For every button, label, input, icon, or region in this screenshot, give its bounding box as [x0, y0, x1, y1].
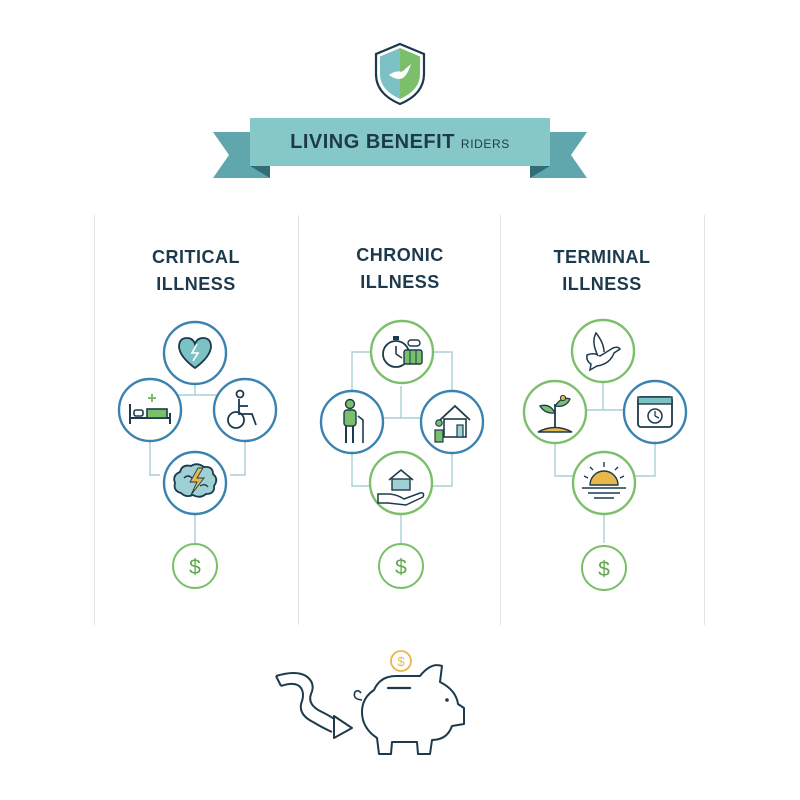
dollar-icon: $: [581, 545, 627, 591]
hand-house-icon: [368, 450, 434, 516]
column-title-terminal: TERMINAL ILLNESS: [502, 244, 702, 298]
svg-text:$: $: [395, 556, 407, 579]
dollar-icon: $: [378, 543, 424, 589]
piggy-bank-icon: [353, 664, 465, 755]
heart-icon: [162, 320, 228, 386]
banner-main-text: LIVING BENEFIT: [290, 130, 455, 153]
column-divider: [704, 215, 705, 625]
column-divider: [298, 215, 299, 625]
svg-text:$: $: [598, 558, 610, 581]
column-title-chronic: CHRONIC ILLNESS: [300, 242, 500, 296]
wheelchair-icon: [212, 377, 278, 443]
ribbon-banner: [213, 118, 587, 178]
dove-icon: [570, 318, 636, 384]
column-title-line2: ILLNESS: [156, 274, 236, 294]
calendar-clock-icon: [622, 379, 688, 445]
shield-dove-logo: [374, 42, 426, 106]
column-divider: [500, 215, 501, 625]
column-title-line2: ILLNESS: [562, 274, 642, 294]
curved-arrow-icon: [275, 672, 353, 739]
stopwatch-pills-icon: [369, 319, 435, 385]
brain-icon: [162, 450, 228, 516]
home-care-icon: [419, 389, 485, 455]
column-title-critical: CRITICAL ILLNESS: [96, 244, 296, 298]
column-title-line1: CHRONIC: [356, 245, 444, 265]
column-title-line1: CRITICAL: [152, 247, 240, 267]
svg-text:$: $: [189, 556, 201, 579]
column-title-line2: ILLNESS: [360, 272, 440, 292]
sprout-icon: [522, 379, 588, 445]
banner-sub-text: RIDERS: [460, 137, 510, 151]
elderly-person-icon: [319, 389, 385, 455]
svg-text:$: $: [397, 654, 405, 669]
column-divider: [94, 215, 95, 625]
coin-icon: $: [390, 650, 412, 672]
column-title-line1: TERMINAL: [553, 247, 651, 267]
dollar-icon: $: [172, 543, 218, 589]
sunset-icon: [571, 450, 637, 516]
hospital-bed-icon: [117, 377, 183, 443]
banner-title: LIVING BENEFIT RIDERS: [250, 118, 550, 166]
